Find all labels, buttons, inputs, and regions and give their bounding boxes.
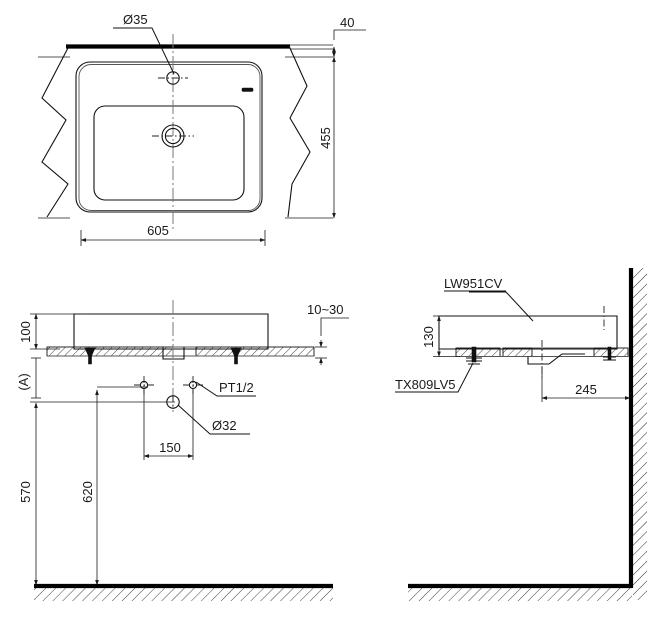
front-bolt-right-head: [230, 347, 242, 357]
label-A: (A): [16, 373, 31, 390]
front-counter-slab-left: [46, 346, 174, 357]
side-counter-slab-mid: [502, 347, 533, 357]
front-section-view: 100 (A) PT1/2 Ø32 150 620 57: [16, 300, 349, 601]
plan-break-line-right: [287, 45, 311, 218]
plan-view: Ø35 605 455 40: [38, 12, 366, 246]
label-dia32: Ø32: [212, 418, 237, 433]
label-620: 620: [80, 481, 95, 503]
side-fixing-bolt-right: [607, 346, 612, 361]
side-fixing-nut-right: [603, 356, 616, 361]
front-basin-body: [73, 313, 269, 350]
label-570: 570: [18, 481, 33, 503]
side-wall-hatch: [633, 268, 647, 600]
front-counter-slab-right: [195, 346, 315, 357]
leader-dia32: [177, 404, 250, 435]
side-fixing-nut-left: [466, 357, 482, 365]
plan-break-line-left: [41, 45, 70, 218]
side-basin-underside-profile: [527, 353, 585, 365]
plan-basin-outer-rim: [75, 61, 263, 213]
label-130: 130: [421, 326, 436, 348]
leader-1030: [320, 317, 349, 336]
side-basin-body: [438, 315, 618, 350]
plan-overflow-slot: [241, 87, 254, 92]
label-150: 150: [159, 440, 181, 455]
side-counter-slab-left: [455, 347, 501, 357]
label-605: 605: [147, 223, 169, 238]
label-455: 455: [318, 127, 333, 149]
label-dia35: Ø35: [123, 12, 148, 27]
label-40: 40: [340, 15, 354, 30]
label-100: 100: [18, 321, 33, 343]
label-product-code: LW951CV: [444, 276, 503, 291]
front-bolt-left-head: [84, 347, 96, 357]
plan-basin-rim-inner: [78, 64, 261, 211]
leader-40: [333, 29, 366, 40]
leader-pt12: [195, 381, 256, 397]
label-245: 245: [575, 382, 597, 397]
side-section-view: LW951CV TX809LV5 130 245: [395, 268, 647, 601]
side-fixing-bolt-left: [471, 346, 477, 363]
leader-dia35: [113, 27, 175, 75]
label-trap-code: TX809LV5: [395, 377, 455, 392]
plan-bowl-outline: [93, 105, 245, 201]
side-floor-hatch: [408, 588, 632, 601]
label-pt12: PT1/2: [219, 380, 254, 395]
label-1030: 10~30: [307, 302, 344, 317]
leader-product-code: [469, 291, 534, 322]
front-floor-hatch: [34, 588, 333, 601]
front-drain-outlet: [162, 347, 185, 360]
